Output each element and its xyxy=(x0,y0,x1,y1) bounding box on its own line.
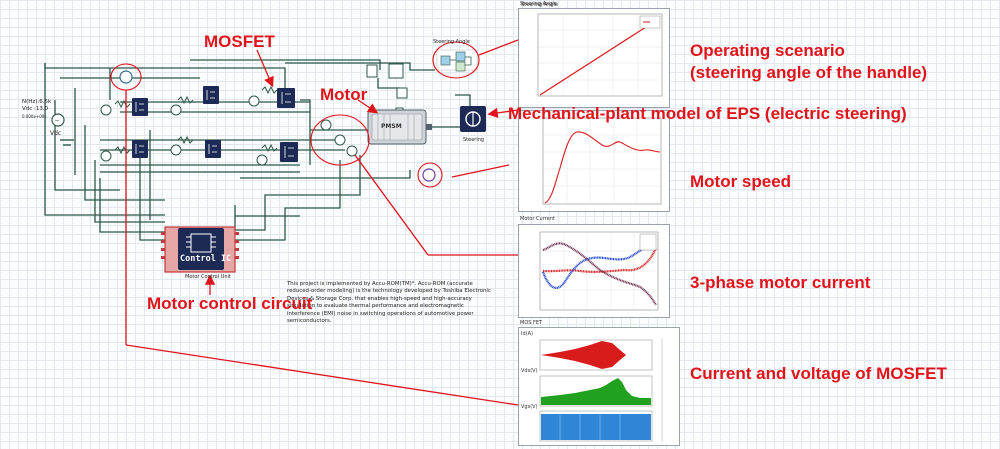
motor-control-unit-label: Motor Control Unit xyxy=(185,274,231,280)
components: ~ xyxy=(51,63,436,182)
current-probe-dc xyxy=(119,70,133,84)
annotation-3-phase-current: 3-phase motor current xyxy=(690,273,871,292)
operating-scenario-line1: Operating scenario xyxy=(690,41,845,60)
steering-angle-block-label: Steering Angle xyxy=(433,39,470,45)
annotation-operating-scenario: Operating scenario (steering angle of th… xyxy=(690,40,927,84)
steering-label: Steering xyxy=(463,137,485,143)
steering-angle-title: Steering Angle xyxy=(521,2,558,8)
mosfet-sub1: Id(A) xyxy=(521,331,533,337)
annotation-motor: Motor xyxy=(320,85,368,104)
phase-blue xyxy=(541,237,657,290)
mosfet-sub3: Vgs(V) xyxy=(521,404,538,410)
svg-text:~: ~ xyxy=(55,118,59,125)
mosfet-sub2: Vds(V) xyxy=(521,368,538,374)
motor-pmsm[interactable] xyxy=(367,109,432,145)
annotation-arrows xyxy=(125,39,519,406)
mosfet-title: MOS FET xyxy=(520,320,543,326)
speed-sensor xyxy=(422,168,436,182)
mosfet-vgs xyxy=(541,414,651,440)
motor-speed-chart xyxy=(542,117,662,205)
operating-scenario-line2: (steering angle of the handle) xyxy=(690,63,928,82)
battery-vdc[interactable] xyxy=(60,139,74,146)
phase-purple xyxy=(542,242,657,306)
annotation-mosfet-current-voltage: Current and voltage of MOSFET xyxy=(690,364,947,383)
control-ic-label: Control IC xyxy=(180,254,232,264)
steering-angle-title-outer: Steering Angle xyxy=(520,1,557,7)
mosfet-vds xyxy=(541,378,651,405)
readout-vdc: Vdc :13.0 xyxy=(22,106,49,112)
annotation-motor-control-circuit: Motor control circuit xyxy=(147,294,313,313)
steering-angle-block[interactable] xyxy=(436,49,478,72)
steering-block[interactable] xyxy=(460,106,486,132)
mosfet-charts xyxy=(539,338,663,442)
steering-angle-line xyxy=(539,17,661,96)
voltage-source-left[interactable]: ~ xyxy=(51,113,65,127)
phase-red xyxy=(542,247,658,273)
steering-angle-chart xyxy=(537,13,663,97)
mosfet-id xyxy=(541,341,626,369)
annotation-mosfet: MOSFET xyxy=(204,32,275,51)
readout-time: 0.000e+00s xyxy=(22,114,47,119)
wires xyxy=(44,59,471,241)
motor-label: PMSM xyxy=(381,123,402,130)
vdc-label: Vdc xyxy=(50,130,62,137)
source-readout: N(Hz):6.5k Vdc :13.0 0.000e+00s xyxy=(22,99,51,120)
annotation-mechanical-plant: Mechanical-plant model of EPS (electric … xyxy=(508,104,907,123)
motor-current-title: Motor Current xyxy=(520,216,555,222)
readout-freq: N(Hz):6.5k xyxy=(22,99,52,105)
accu-rom-note: This project is implemented by Accu-ROM(… xyxy=(287,281,491,325)
motor-current-chart xyxy=(539,231,659,311)
annotation-motor-speed: Motor speed xyxy=(690,172,792,191)
control-ic[interactable] xyxy=(161,226,239,273)
motor-speed-line xyxy=(544,131,661,204)
